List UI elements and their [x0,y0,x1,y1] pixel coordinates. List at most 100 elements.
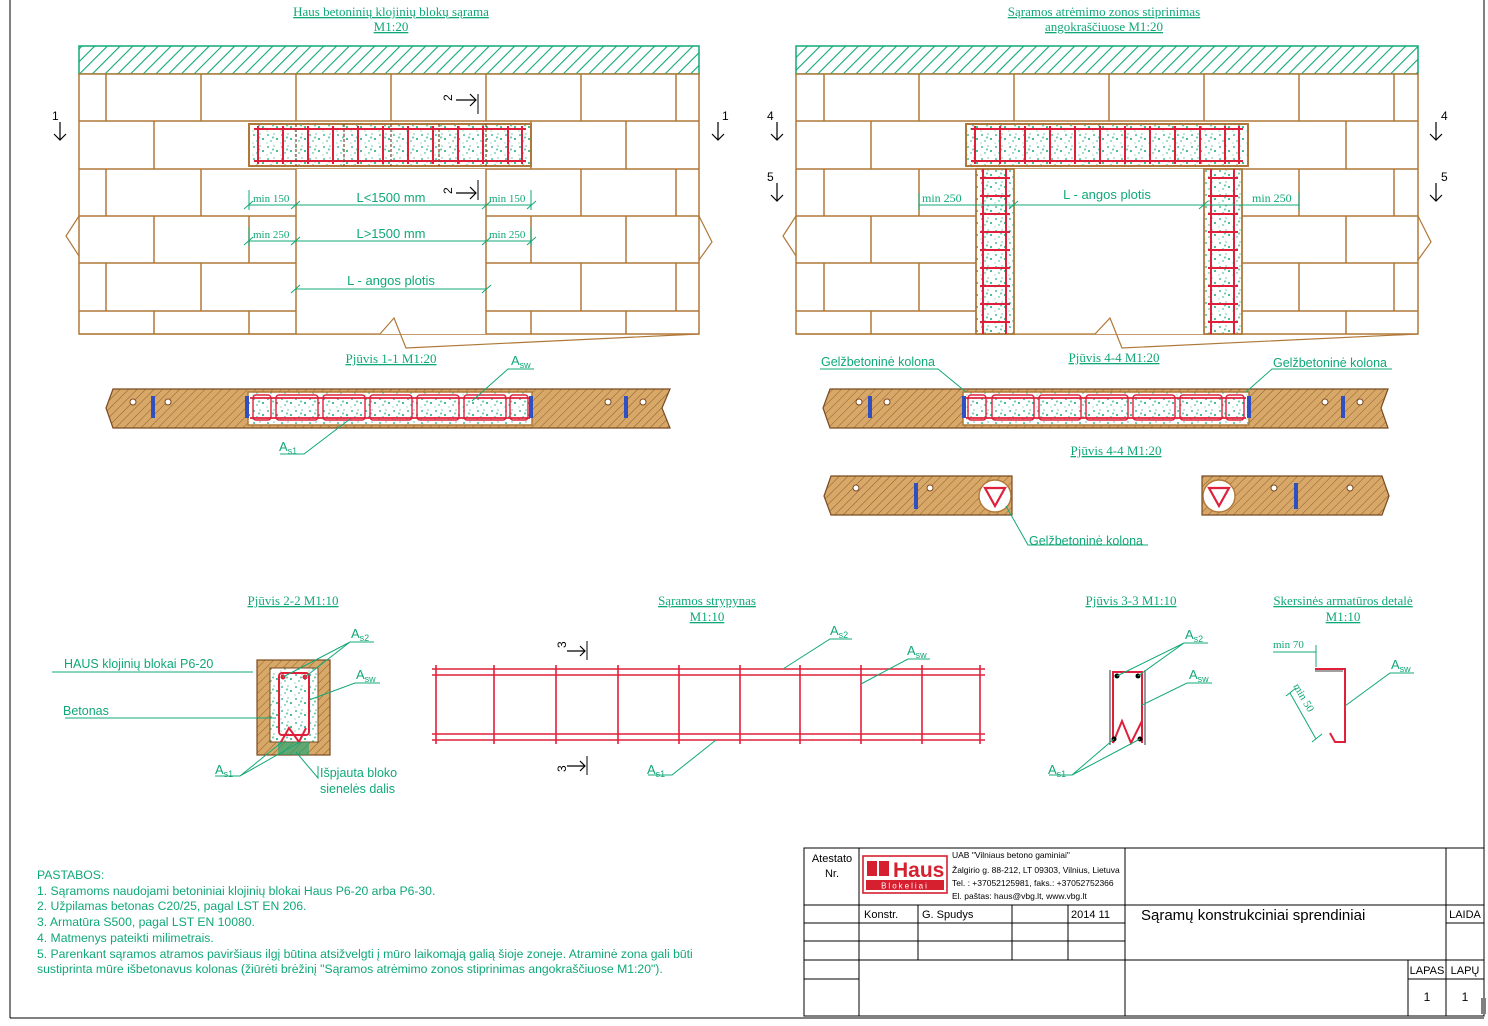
note-item-4: 4. Matmenys pateikti milimetrais. [37,930,214,945]
slab-hatch-right [795,45,1419,75]
svg-text:Haus: Haus [893,859,944,882]
lapu-label: LAPŲ [1451,965,1480,977]
svg-text:2: 2 [441,187,455,194]
dim-min250-col-left: min 250 [922,191,962,205]
drawing-date: 2014 11 [1071,909,1110,921]
svg-text:4: 4 [1441,109,1448,123]
section-4-title-bottom: Pjūvis 4-4 M1:20 [1070,443,1161,458]
stirrup-detail-title: Skersinės armatūros detalė [1273,593,1413,608]
label-concrete: Betonas [63,704,109,718]
rebar-cage: Sąramos strypynas M1:10 3 3 As2 Asw As1 [432,593,985,779]
cut-mark-3-top: 3 [555,641,588,660]
label-as1-s1: As1 [279,439,297,456]
cut-mark-4-right: 4 [1429,109,1448,141]
section-1-title: Pjūvis 1-1 M1:20 [345,351,436,366]
label-as1-cage: As1 [647,762,665,779]
opening [296,169,486,334]
author-name: G. Spudys [922,909,974,921]
svg-text:1: 1 [52,109,59,123]
laida-label: LAIDA [1449,909,1481,921]
svg-text:3: 3 [555,641,569,648]
note-item-3: 3. Armatūra S500, pagal LST EN 10080. [37,915,255,930]
cut-mark-2-top: 2 [441,93,479,114]
slab-hatch [78,45,700,75]
label-as2-s22: As2 [351,626,369,643]
svg-text:4: 4 [767,109,774,123]
dim-min250-col-right: min 250 [1252,191,1292,205]
break-line-right [698,215,713,261]
atestato-label: Atestato [812,853,852,865]
lintel-elevation-scale: M1:20 [374,19,409,34]
notes-heading: PASTABOS: [37,868,105,882]
cut-mark-2-bottom: 2 [441,180,479,200]
label-asw-s22: Asw [356,667,376,684]
dim-opening-width-right: L - angos plotis [1063,187,1151,202]
lapas-label: LAPAS [1410,965,1445,977]
label-haus-blocks: HAUS klojinių blokai P6-20 [64,657,213,671]
note-item-2: 2. Užpilamas betonas C20/25, pagal LST E… [37,899,307,914]
label-asw-detail: Asw [1391,657,1411,674]
company-address: Žalgirio g. 88-212, LT 09303, Vilnius, L… [952,865,1120,875]
note-item-5-cont: sustiprinta mūre išbetonavus kolonas (ži… [37,962,663,977]
svg-text:3: 3 [555,765,569,772]
company-phone: Tel. : +37052125981, faks.: +37052752366 [952,878,1114,888]
cut-mark-1-left: 1 [52,109,67,141]
rc-column-left [975,168,1015,335]
section-1-1: Pjūvis 1-1 M1:20 Asw As1 [105,351,671,456]
section-4-title-top: Pjūvis 4-4 M1:20 [1068,350,1159,365]
rebar-cage-title: Sąramos strypynas [658,593,756,608]
cut-mark-3-bottom: 3 [555,756,588,775]
note-item-5: 5. Parenkant sąramos atramos paviršiaus … [37,946,693,961]
notes-block: PASTABOS: 1. Sąramoms naudojami betonini… [37,868,767,978]
drawing-title: Sąramų konstrukciniai sprendiniai [1141,907,1365,924]
cut-mark-5-left: 5 [767,170,784,202]
label-asw-s1: Asw [511,353,531,370]
section-2-title: Pjūvis 2-2 M1:10 [247,593,338,608]
dim-min150-left: min 150 [253,193,290,205]
support-elevation-scale: angokraščiuose M1:20 [1045,19,1163,34]
company-name: UAB "Vilniaus betono gaminiai" [952,850,1070,860]
cut-mark-1-right: 1 [711,109,729,141]
section-2-2: Pjūvis 2-2 M1:10 HAUS klojinių blokai P6… [52,593,397,796]
label-cut-web-2: sienelės dalis [320,782,395,796]
support-elevation: Sąramos atrėmimo zonos stiprinimas angok… [767,4,1448,349]
dimensions-lintel [243,190,537,294]
svg-text:5: 5 [1441,170,1448,184]
lintel-beam-right [965,123,1249,167]
dim-min70: min 70 [1273,639,1304,651]
dim-l-gt-1500: L>1500 mm [356,226,425,241]
cut-mark-4-left: 4 [767,109,784,141]
section-4-4-bottom: Pjūvis 4-4 M1:20 Gelžbetoninė kolona [823,443,1390,548]
svg-text:5: 5 [767,170,774,184]
label-asw-cage: Asw [907,643,927,660]
konstr-label: Konstr. [864,909,898,921]
break-line-bottom [79,316,700,349]
dim-min150-right: min 150 [489,193,526,205]
title-block [803,847,1485,1017]
svg-text:Blokeliai: Blokeliai [881,882,929,891]
label-as1-s22: As1 [215,762,233,779]
stirrup-detail: Skersinės armatūros detalė M1:10 min 70 … [1273,593,1414,743]
svg-text:2: 2 [441,94,455,101]
section-3-title: Pjūvis 3-3 M1:10 [1085,593,1176,608]
section-4-4-top: Pjūvis 4-4 M1:20 Gelžbetoninė kolona Gel… [820,350,1392,429]
label-cut-web-1: Išpjauta bloko [320,766,397,780]
break-line-left [65,215,80,257]
dim-min250-right: min 250 [489,229,526,241]
dim-opening-width: L - angos plotis [347,273,435,288]
lintel-beam [248,123,532,167]
rc-column-right [1203,168,1243,335]
haus-logo: Haus Blokeliai [862,855,948,894]
label-rc-column-bottom: Gelžbetoninė kolona [1029,534,1143,548]
lintel-elevation-title: Haus betoninių klojinių blokų sąrama [293,4,489,19]
company-email: El. paštas: haus@vbg.lt, www.vbg.lt [952,891,1087,901]
section-3-3: Pjūvis 3-3 M1:10 As2 Asw As1 [1048,593,1212,779]
lapu-value: 1 [1462,990,1469,1004]
dim-l-lt-1500: L<1500 mm [356,190,425,205]
note-item-1: 1. Sąramoms naudojami betoniniai klojini… [37,883,436,898]
dim-min50: min 50 [1290,682,1316,715]
label-asw-s33: Asw [1189,667,1209,684]
lintel-elevation: Haus betoninių klojinių blokų sąrama M1:… [52,4,729,349]
opening-right [1014,169,1204,334]
